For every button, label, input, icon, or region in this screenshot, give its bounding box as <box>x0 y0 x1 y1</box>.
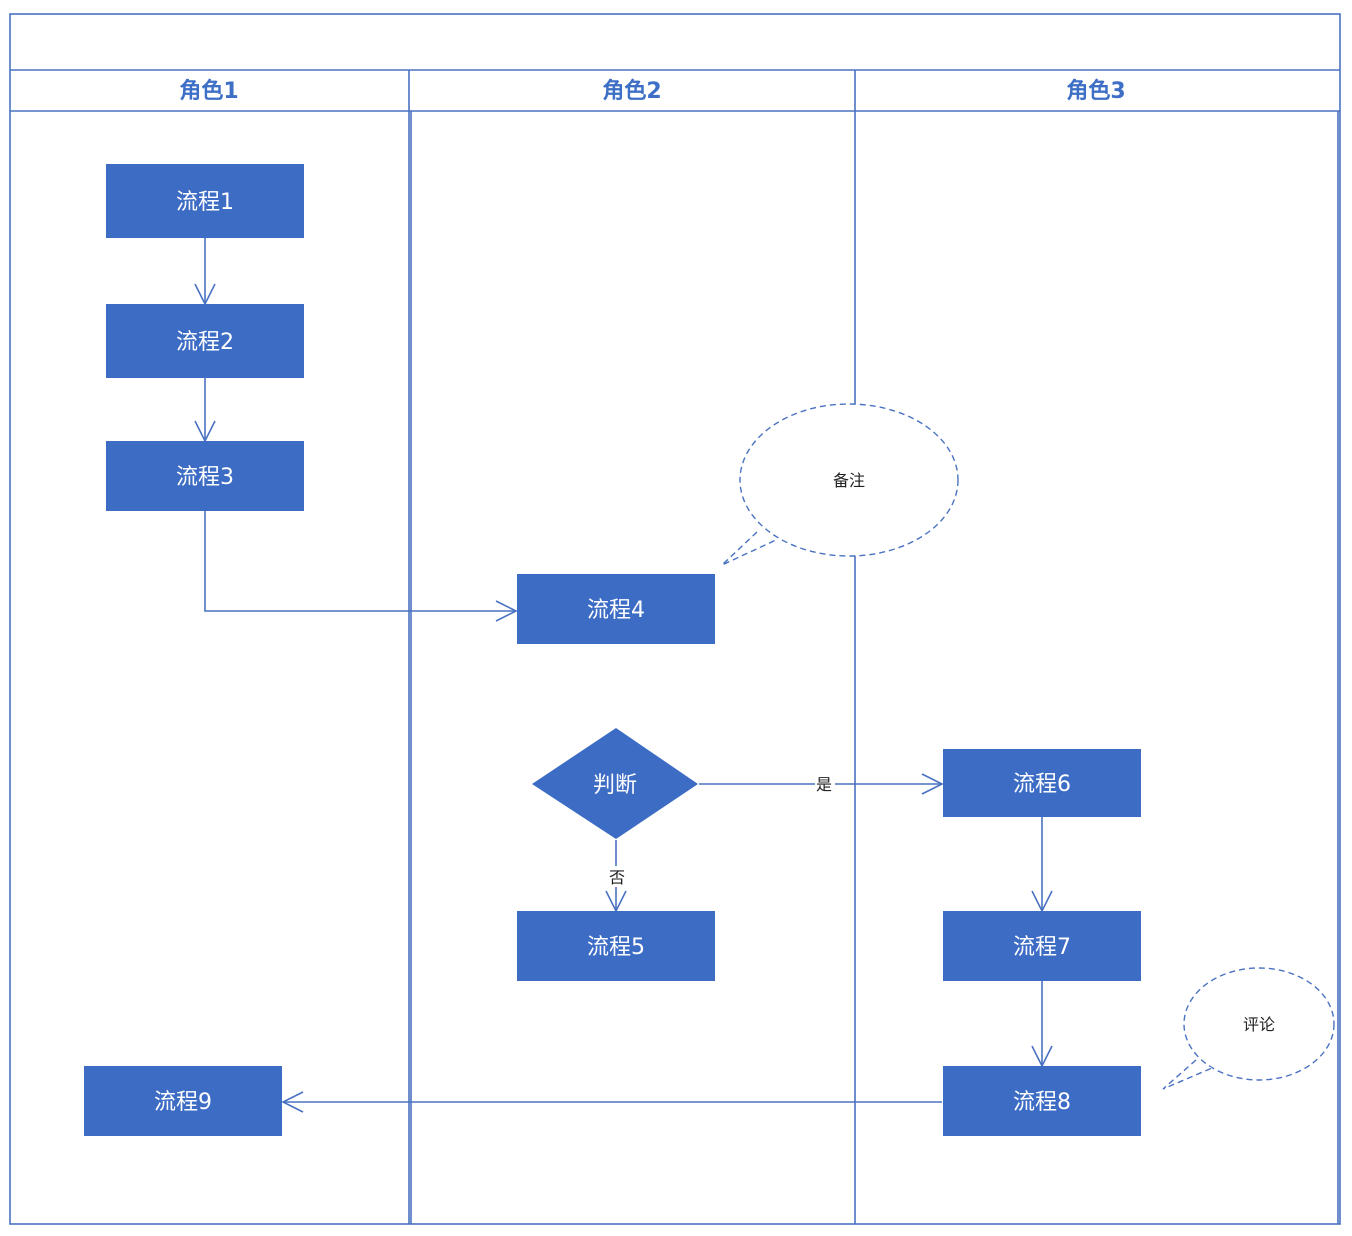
process-node-1-box <box>106 164 304 238</box>
process-node-7-box <box>943 911 1141 981</box>
process-node-9[interactable]: 流程9 <box>84 1066 282 1136</box>
process-node-3[interactable]: 流程3 <box>106 441 304 511</box>
process-node-5-label: 流程5 <box>587 935 645 960</box>
process-node-4-box <box>517 574 715 644</box>
lane-header-2: 角色2 <box>602 78 661 104</box>
connectors <box>194 238 1053 1113</box>
process-node-1[interactable]: 流程1 <box>106 164 304 238</box>
decision-node-diamond <box>532 728 698 839</box>
callout-note-1-bubble <box>739 403 959 557</box>
process-node-7[interactable]: 流程7 <box>943 911 1141 981</box>
process-node-8-box <box>943 1066 1141 1136</box>
swimlane-frame <box>9 13 1341 1225</box>
edge-label-no: 否 <box>609 868 625 887</box>
edge-p3-p4 <box>204 511 518 622</box>
lane-header-3: 角色3 <box>1066 78 1125 104</box>
process-node-9-box <box>84 1066 282 1136</box>
process-node-1-label: 流程1 <box>176 190 234 215</box>
process-node-2-label: 流程2 <box>176 330 234 355</box>
lane-header-1: 角色1 <box>179 78 238 104</box>
callout-note-1-tail <box>721 531 777 566</box>
process-node-3-label: 流程3 <box>176 465 234 490</box>
process-node-8[interactable]: 流程8 <box>943 1066 1141 1136</box>
edge-label-yes: 是 <box>816 775 832 794</box>
callout-note-2-bubble <box>1183 967 1335 1081</box>
process-node-3-box <box>106 441 304 511</box>
process-node-5-box <box>517 911 715 981</box>
process-node-6-label: 流程6 <box>1013 772 1071 797</box>
callout-note-2-tail <box>1162 1059 1213 1090</box>
process-node-4[interactable]: 流程4 <box>517 574 715 644</box>
process-node-2[interactable]: 流程2 <box>106 304 304 378</box>
process-node-2-box <box>106 304 304 378</box>
callout-note-2-text: 评论 <box>1243 1015 1275 1034</box>
decision-node[interactable]: 判断 <box>532 728 698 839</box>
callout-note-1-text: 备注 <box>833 471 865 490</box>
process-node-4-label: 流程4 <box>587 598 645 623</box>
process-node-5[interactable]: 流程5 <box>517 911 715 981</box>
outer-border <box>9 13 1341 1225</box>
process-node-6[interactable]: 流程6 <box>943 749 1141 817</box>
callout-note-1[interactable]: 备注 <box>721 403 959 566</box>
process-node-7-label: 流程7 <box>1013 935 1071 960</box>
callout-note-2[interactable]: 评论 <box>1162 967 1335 1090</box>
decision-node-label: 判断 <box>593 773 637 798</box>
process-node-8-label: 流程8 <box>1013 1090 1071 1115</box>
process-node-6-box <box>943 749 1141 817</box>
process-node-9-label: 流程9 <box>154 1090 212 1115</box>
